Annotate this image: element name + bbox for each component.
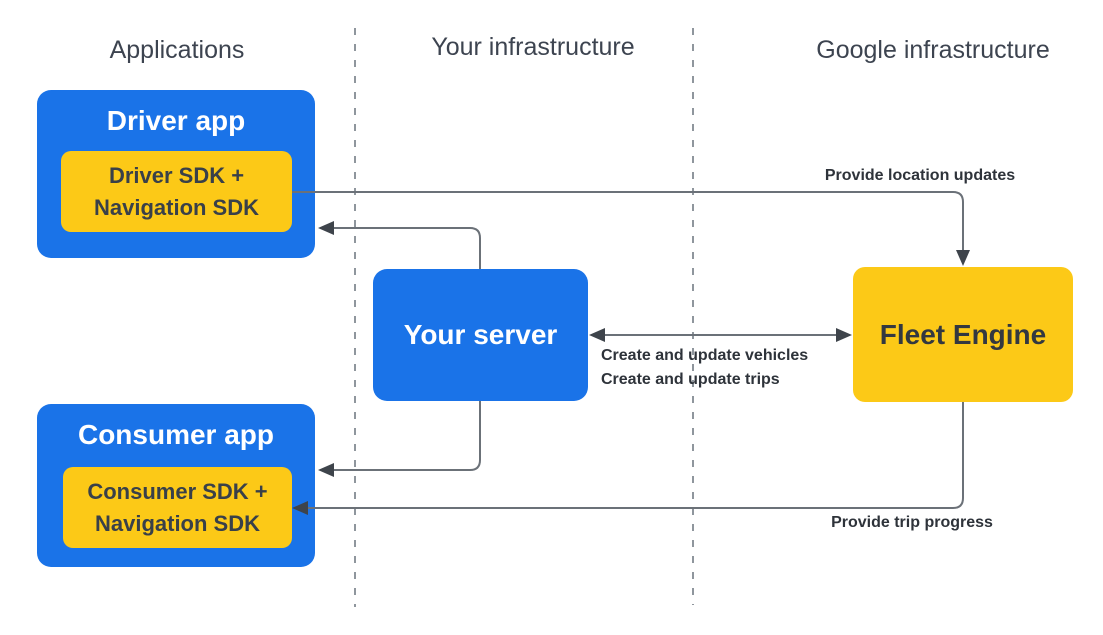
consumer-sdk-node: Consumer SDK + Navigation SDK	[63, 467, 292, 548]
consumer-sdk-label: Consumer SDK + Navigation SDK	[87, 479, 268, 536]
consumer-app-node: Consumer app Consumer SDK + Navigation S…	[37, 404, 315, 567]
driver-sdk-label: Driver SDK + Navigation SDK	[93, 163, 260, 220]
fleet-engine-title: Fleet Engine	[879, 318, 1047, 350]
driver-app-node: Driver app Driver SDK + Navigation SDK	[37, 90, 315, 258]
arrow-server-fleet-bidirectional	[589, 328, 852, 342]
driver-sdk-node: Driver SDK + Navigation SDK	[61, 151, 292, 232]
your-server-title: Your server	[403, 319, 558, 350]
consumer-app-title: Consumer app	[77, 419, 275, 450]
edge-label-provide-trip-progress: Provide trip progress	[831, 514, 993, 531]
your-server-node: Your server	[373, 269, 588, 401]
edge-label-create-and-update: Create and update vehicles Create and up…	[601, 347, 809, 388]
fleet-engine-node: Fleet Engine	[853, 267, 1073, 402]
edge-label-provide-location-updates: Provide location updates	[824, 167, 1016, 184]
driver-app-title: Driver app	[106, 105, 246, 136]
column-header-google-infrastructure: Google infrastructure	[816, 36, 1050, 64]
arrow-provide-location-updates	[292, 191, 970, 266]
arrow-server-to-consumer-app	[318, 401, 481, 477]
column-header-your-infrastructure: Your infrastructure	[431, 33, 635, 61]
arrow-server-to-driver-app	[318, 221, 481, 269]
arrow-fleet-to-consumer-sdk	[292, 402, 964, 515]
column-header-applications: Applications	[109, 36, 245, 64]
